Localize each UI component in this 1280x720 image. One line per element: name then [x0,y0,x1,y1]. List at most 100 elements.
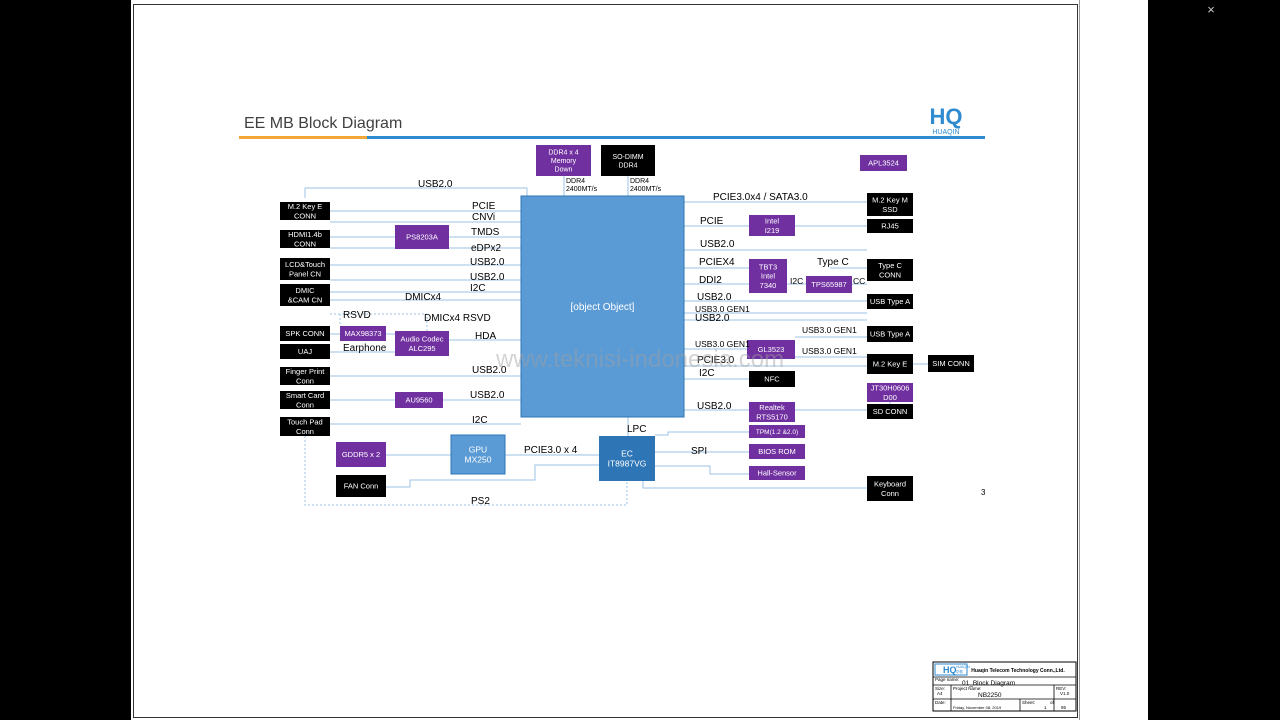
type-c-conn-text: CONN [879,270,901,279]
intel-i219-chip-text: I219 [765,226,780,235]
usb-type-a-conn-1: USB Type A [867,294,913,309]
signal-type-c-label: Type C [817,257,849,268]
intel-i219-chip-text: Intel [765,217,780,226]
nfc-conn: NFC [749,371,795,387]
signal-i2c-tbt: I2C [790,276,803,286]
ec-block-text: IT8987VG [608,459,647,469]
touch-pad-conn-text: Touch Pad [287,418,322,427]
jt30h-chip-text: D00 [883,393,897,402]
usb-type-a-conn-2-text: USB Type A [870,330,910,339]
sodimm-note: DDR4 [630,178,649,185]
signal-ps2: PS2 [471,496,490,507]
finger-print-conn-rect [280,367,330,385]
finger-print-conn-text: Conn [296,376,314,385]
uaj-conn-text: UAJ [298,347,312,356]
spk-conn-rect [280,326,330,341]
side-margin-strip [1079,0,1148,720]
hall-sensor-chip-rect [749,466,805,480]
keyboard-conn-text: Conn [881,489,899,498]
signal-spi: SPI [691,446,707,457]
apl3524-chip-rect [860,155,907,171]
usb-type-a-conn-1-rect [867,294,913,309]
signal-ddi2: DDI2 [699,275,722,286]
signal-i2c-nfc: I2C [699,368,715,379]
ps8203a-chip-text: PS8203A [406,233,438,242]
signal-usb20-top: USB2.0 [418,179,453,190]
memory-down-block-text: DDR4 x 4 [548,149,578,156]
fan-conn: FAN Conn [336,475,386,497]
signal-hda: HDA [475,331,496,342]
audio-codec-chip-rect [395,331,449,356]
spk-conn: SPK CONN [280,326,330,341]
smart-card-conn-text: Smart Card [286,391,324,400]
wire [304,187,528,198]
usb-type-a-conn-2-rect [867,326,913,342]
tb-rev: V1.0 [1060,691,1070,696]
touch-pad-conn-text: Conn [296,427,314,436]
m2-key-e-left-conn-text: M.2 Key E [288,202,323,211]
ec-block-rect [599,436,655,481]
page-number: 3 [981,488,986,497]
diagram-boxes: [object Object]DDR4 x 4MemoryDownSO-DIMM… [239,136,1077,712]
rj45-conn-rect [867,219,913,233]
memory-down-note: DDR4 [566,178,585,185]
max98373-chip-rect [340,326,386,341]
m2-key-m-ssd-conn-text: SSD [882,205,898,214]
signal-usb30-gen1-a: USB3.0 GEN1 [802,325,857,335]
signal-pcie-lan: PCIE [700,216,724,227]
memory-down-note: 2400MT/s [566,186,598,193]
uaj-conn: UAJ [280,344,330,359]
au9560-chip: AU9560 [395,392,443,408]
tb-company: Huaqin Telecom Technology Conn.,Ltd. [971,668,1065,674]
tb-size: A4 [937,691,943,696]
tb-project-label: Project Name: [953,686,982,691]
tbt3-chip-text: TBT3 [759,263,777,272]
signal-pcie-l: PCIE [472,201,496,212]
fan-conn-text: FAN Conn [344,482,379,491]
rj45-conn-text: RJ45 [881,222,899,231]
cpu-block-text: [object Object] [571,302,635,313]
sim-conn-rect [928,355,974,372]
m2-key-e-left-conn-text: CONN [294,211,316,220]
signal-usb20-r2: USB2.0 [697,292,732,303]
usb-type-a-conn-2: USB Type A [867,326,913,342]
finger-print-conn-text: Finger Print [286,367,326,376]
wire [304,436,628,506]
signal-cnvi: CNVi [472,212,495,223]
signal-pcie30: PCIE3.0 [697,355,735,366]
wire [330,313,428,332]
signal-usb20-finger: USB2.0 [472,365,507,376]
tps65987-chip: TPS65987 [806,276,852,293]
gpu-block-text: MX250 [465,455,492,465]
tbt3-chip-rect [749,259,787,293]
tb-page-name-label: Page name: [935,677,959,682]
signal-dmicx4: DMICx4 [405,292,442,303]
lcd-conn-rect [280,258,330,280]
signal-pciex4: PCIEX4 [699,257,735,268]
tb-date-label: Date: [935,700,946,705]
tps65987-chip-rect [806,276,852,293]
bios-rom-chip-rect [749,444,805,459]
close-icon[interactable]: × [1207,2,1215,17]
signal-i2c-tp: I2C [472,415,488,426]
watermark: www.teknisi-indonesia.com [495,346,784,373]
sheet-frame [133,4,1078,718]
jt30h-chip-rect [867,383,913,402]
signal-usb30-gen1-r: USB3.0 GEN1 [695,304,750,314]
dmic-conn: DMIC&CAM CN [280,284,330,306]
signal-earphone: Earphone [343,343,387,354]
title-block-logo-subtext: HUAQIN [956,665,970,669]
diagram-title: EE MB Block Diagram [244,115,402,132]
title-underline-blue [367,136,985,139]
audio-codec-chip-text: Audio Codec [401,335,444,344]
tb-sheet-label: Sheet: [1022,700,1035,705]
ec-block-text: EC [621,448,633,458]
